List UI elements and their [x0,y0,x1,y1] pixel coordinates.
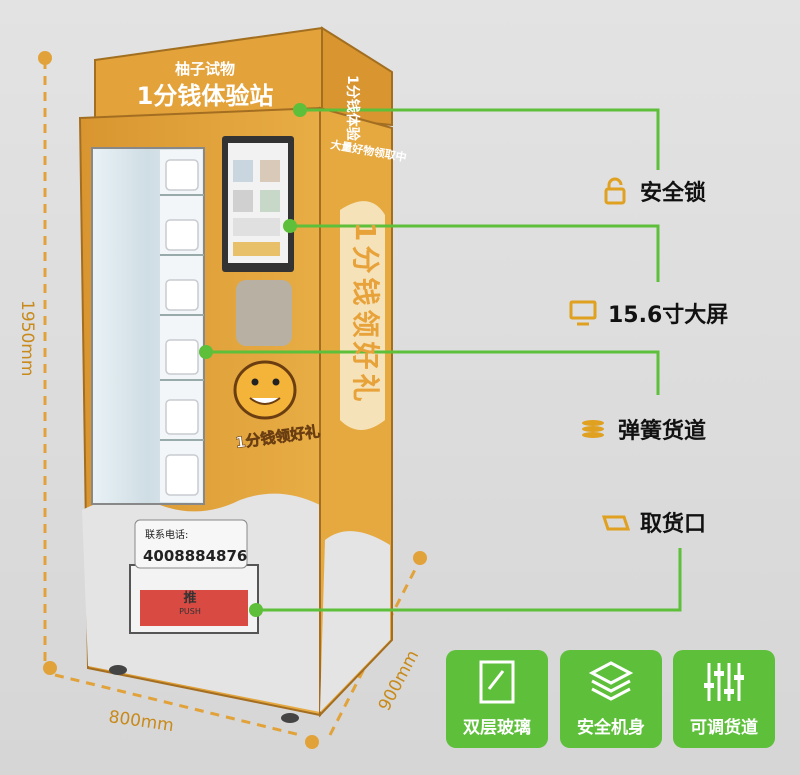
lock-icon [600,176,630,206]
badge-double-glass-label: 双层玻璃 [463,718,531,738]
spring-icon [578,414,608,444]
feature-spring: 弹簧货道 [578,413,706,445]
cabinet-side [319,106,393,718]
feature-screen: 15.6寸大屏 [568,297,728,329]
mascot [233,360,297,420]
side-sign: 1分钱体验 [344,75,361,142]
feature-lock-label: 安全锁 [640,181,707,206]
badge-adjustable-track: 可调货道 [673,650,775,748]
feature-screen-label: 15.6寸大屏 [608,303,729,328]
dimension-dots [38,51,427,749]
contact-label: 联系电话: [145,528,188,541]
pickup-slot [129,564,259,634]
feet [109,665,299,723]
side-vertical-text: 1分钱领好礼 [349,222,382,405]
callout-dots [199,103,307,617]
sign-big: 1分钱体验站 [137,82,274,110]
feature-lock: 安全锁 [600,175,706,207]
height-label: 1950mm [17,300,37,376]
glass-window [91,147,205,505]
screen [222,136,294,272]
callout-lines [206,108,682,612]
badge-safe-body: 安全机身 [560,650,662,748]
push-en-label: PUSH [179,607,201,616]
blurred-keypad [236,280,292,346]
contact-box [134,519,248,569]
glass-panel-icon [479,660,515,704]
badge-safe-body-label: 安全机身 [577,718,645,738]
layers-icon [588,661,634,701]
sign-small: 柚子试物 [175,60,235,78]
contact-phone: 4008884876 [143,547,247,565]
tray-icon [600,507,630,537]
feature-spring-label: 弹簧货道 [618,419,707,444]
monitor-icon [568,298,598,328]
badge-double-glass: 双层玻璃 [446,650,548,748]
sliders-icon [704,663,744,701]
push-label: 推 [183,590,196,606]
feature-pickup: 取货口 [600,506,706,538]
feature-pickup-label: 取货口 [640,512,707,537]
badge-adjustable-track-label: 可调货道 [690,718,758,738]
